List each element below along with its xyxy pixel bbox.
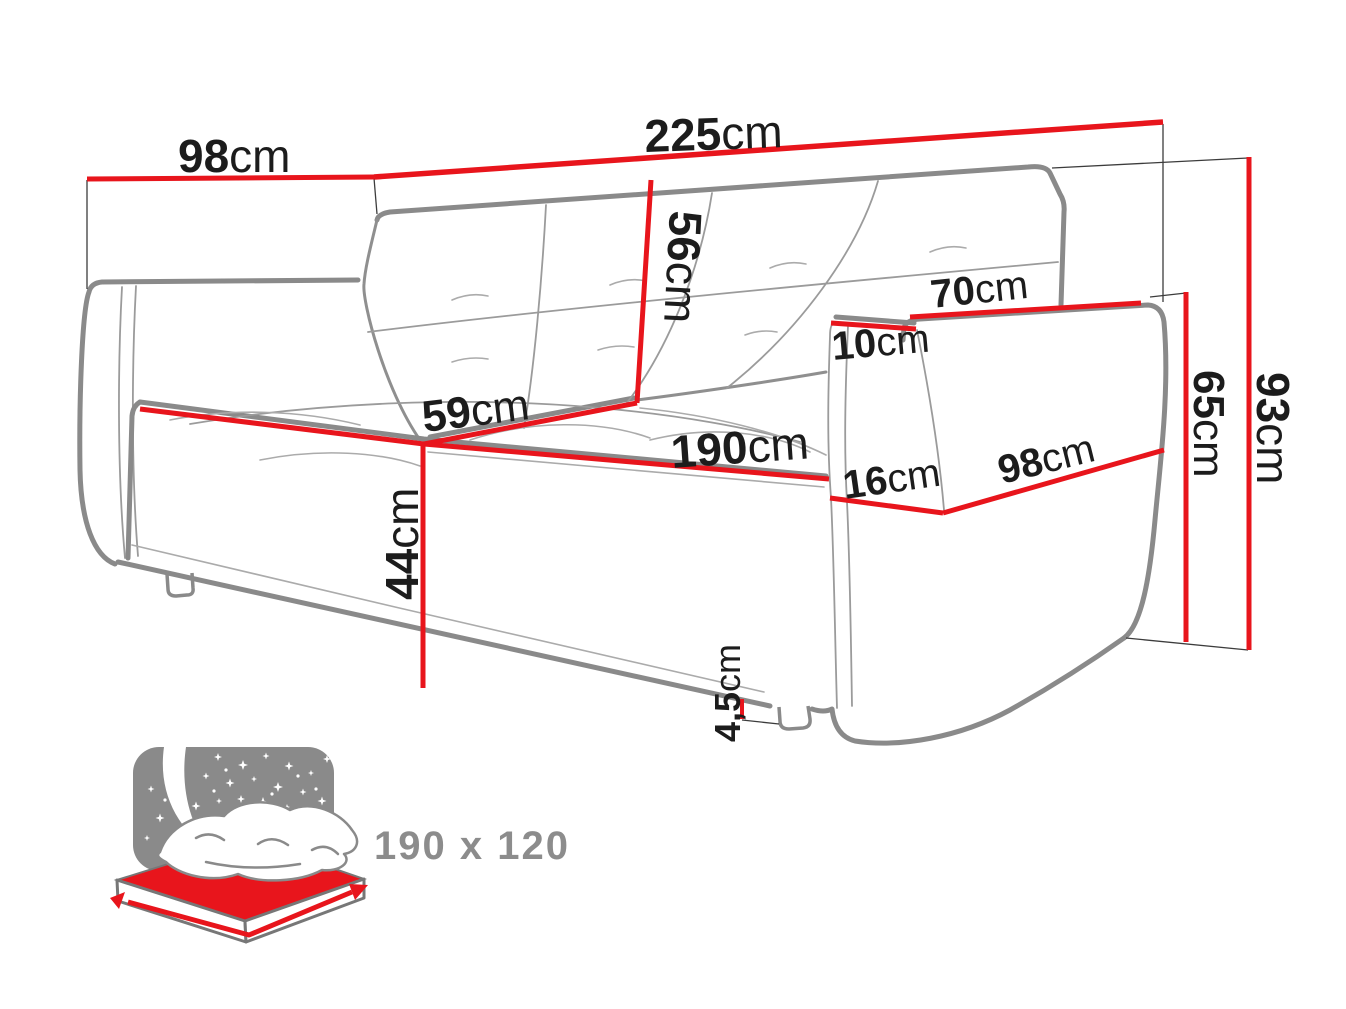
backrest-left-edge <box>362 218 422 442</box>
backrest-top-edge <box>374 164 1067 308</box>
dim-backrest-height-label: 56cm <box>654 209 712 324</box>
dimensions: 98cm 225cm 56cm 59cm 190cm 44cm 70cm <box>86 105 1299 742</box>
extension-total-height-top <box>1051 157 1249 169</box>
dim-total-height-label: 93cm <box>1247 372 1299 485</box>
extension-top-junction <box>373 177 378 215</box>
dim-seat-width-line <box>423 441 830 482</box>
dim-top-depth-line <box>86 174 375 182</box>
dim-leg-height: 4,5cm <box>707 644 748 742</box>
dim-side-depth: 98cm <box>942 426 1165 516</box>
dim-armrest-height-label: 65cm <box>1184 370 1233 478</box>
right-armrest-front-seams <box>827 323 945 709</box>
extension-armrest-height-top <box>1149 292 1187 298</box>
dim-armrest-bottom-width-label: 16cm <box>840 451 943 508</box>
left-armrest-seam <box>118 286 126 559</box>
right-armrest-outline <box>900 302 1169 641</box>
left-armrest-outline <box>77 277 361 567</box>
backrest-seam-vertical-1 <box>523 204 547 429</box>
dim-armrest-length-line <box>909 300 1142 320</box>
backrest-bottom-edge <box>427 395 637 440</box>
dim-armrest-bottom-width-line <box>829 495 944 516</box>
dim-seat-depth-line <box>139 406 425 447</box>
seat-left-corner <box>125 399 143 561</box>
backrest-seam-horizontal <box>367 261 1059 333</box>
dim-seat-depth: 59cm <box>139 380 638 447</box>
dim-side-depth-line <box>942 447 1165 516</box>
seat-front-edge <box>137 399 829 479</box>
sofa-bed-size-icon: 190 x 120 <box>110 747 570 944</box>
dim-armrest-top-width-label: 10cm <box>830 317 931 369</box>
dim-seat-height-label: 44cm <box>376 488 428 601</box>
seat-seams <box>131 401 827 693</box>
backrest-seam-vertical-3 <box>726 180 879 389</box>
dim-armrest-top-width: 10cm <box>830 317 931 369</box>
extension-heights-bottom <box>1125 637 1249 651</box>
dim-seat-back-line <box>423 400 638 447</box>
dim-seat-width: 190cm <box>423 416 830 482</box>
dim-armrest-height: 65cm <box>1183 292 1233 642</box>
extension-lines <box>86 124 1249 725</box>
duvet-pillows <box>156 801 359 882</box>
bed-size-label: 190 x 120 <box>374 824 570 868</box>
moon-swoosh <box>162 747 213 853</box>
extension-leg-height <box>741 719 780 725</box>
dim-seat-width-label: 190cm <box>669 416 810 478</box>
size-arrows <box>110 884 368 938</box>
arrow-head-right <box>349 884 368 900</box>
dim-seat-height: 44cm <box>376 444 428 688</box>
dim-armrest-length-label: 70cm <box>928 263 1030 317</box>
dim-total-width-label: 225cm <box>644 105 784 162</box>
dim-top-depth-label: 98cm <box>178 130 291 182</box>
body-bottom-corner <box>809 635 1127 746</box>
arrow-head-left <box>110 892 125 909</box>
backrest-seam-vertical-2 <box>625 192 713 405</box>
dim-armrest-bottom-width: 16cm <box>829 451 944 516</box>
body-bottom-edge <box>115 559 773 709</box>
backrest-bottom-edge-right <box>635 370 828 402</box>
right-armrest-front-top-edge <box>833 314 917 326</box>
dim-total-height: 93cm <box>1246 157 1299 650</box>
dim-total-width-line <box>373 119 1164 180</box>
arrow-line <box>127 889 353 938</box>
dim-armrest-length: 70cm <box>909 263 1142 320</box>
dim-backrest-height: 56cm <box>634 179 712 404</box>
dim-armrest-top-width-line <box>830 320 917 332</box>
dim-seat-depth-label: 59cm <box>419 380 532 442</box>
dim-top-depth: 98cm <box>86 130 375 182</box>
dim-total-width: 225cm <box>373 105 1164 180</box>
dim-leg-height-label: 4,5cm <box>707 644 748 742</box>
dim-backrest-height-line <box>634 179 654 404</box>
front-right-leg <box>777 705 812 731</box>
